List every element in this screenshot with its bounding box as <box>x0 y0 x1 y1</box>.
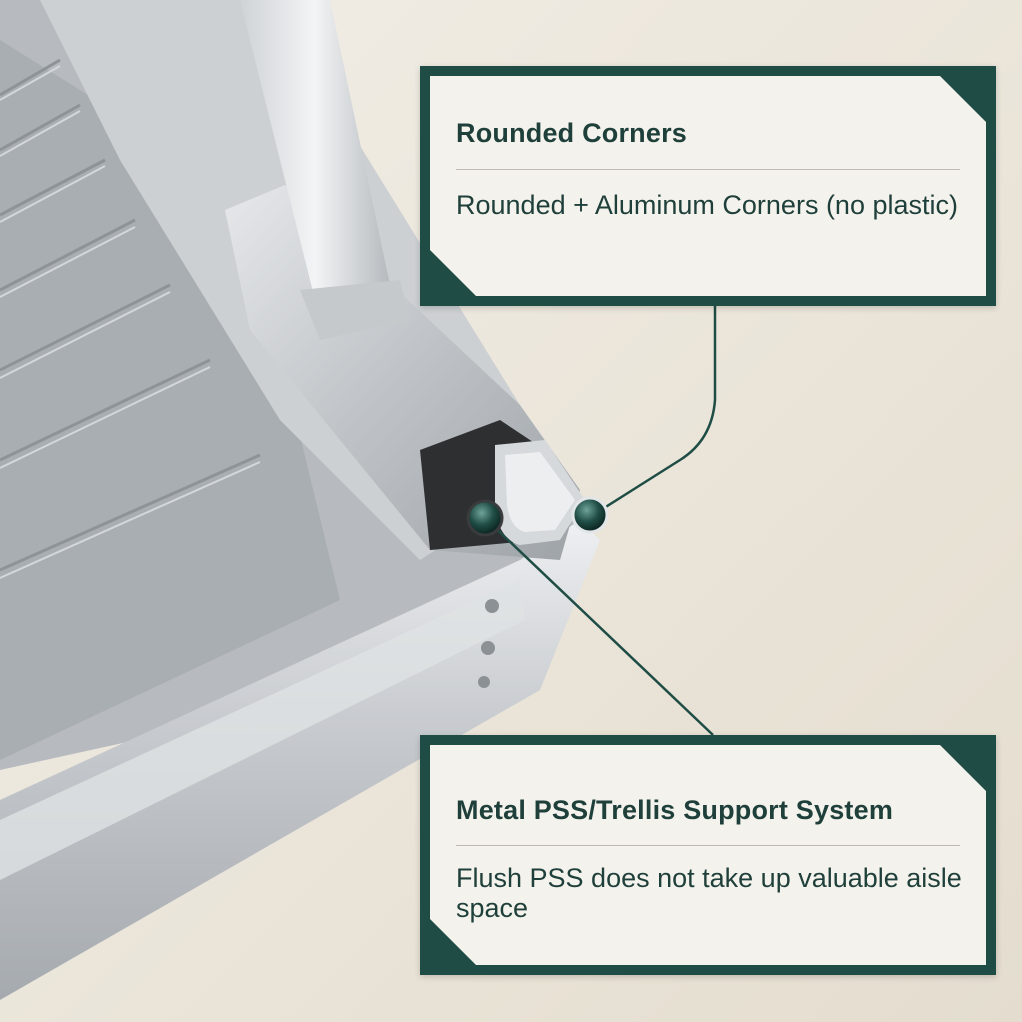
callout-panel: Rounded Corners Rounded + Aluminum Corne… <box>430 76 986 296</box>
callout-divider <box>456 169 960 170</box>
callout-panel: Metal PSS/Trellis Support System Flush P… <box>430 745 986 965</box>
connector-line-1 <box>592 306 717 517</box>
callout-rounded-corners: Rounded Corners Rounded + Aluminum Corne… <box>420 66 996 306</box>
callout-title: Rounded Corners <box>456 118 688 148</box>
marker-dot-2 <box>466 499 504 537</box>
callout-body: Rounded + Aluminum Corners (no plastic) <box>456 190 958 220</box>
support-post <box>240 0 390 320</box>
connector-line-2 <box>484 517 714 736</box>
callout-title: Metal PSS/Trellis Support System <box>456 795 894 825</box>
callout-divider <box>456 845 960 846</box>
marker-dot-1 <box>571 496 609 534</box>
callout-body: Flush PSS does not take up valuable aisl… <box>456 863 962 923</box>
callout-support-system: Metal PSS/Trellis Support System Flush P… <box>420 735 996 975</box>
